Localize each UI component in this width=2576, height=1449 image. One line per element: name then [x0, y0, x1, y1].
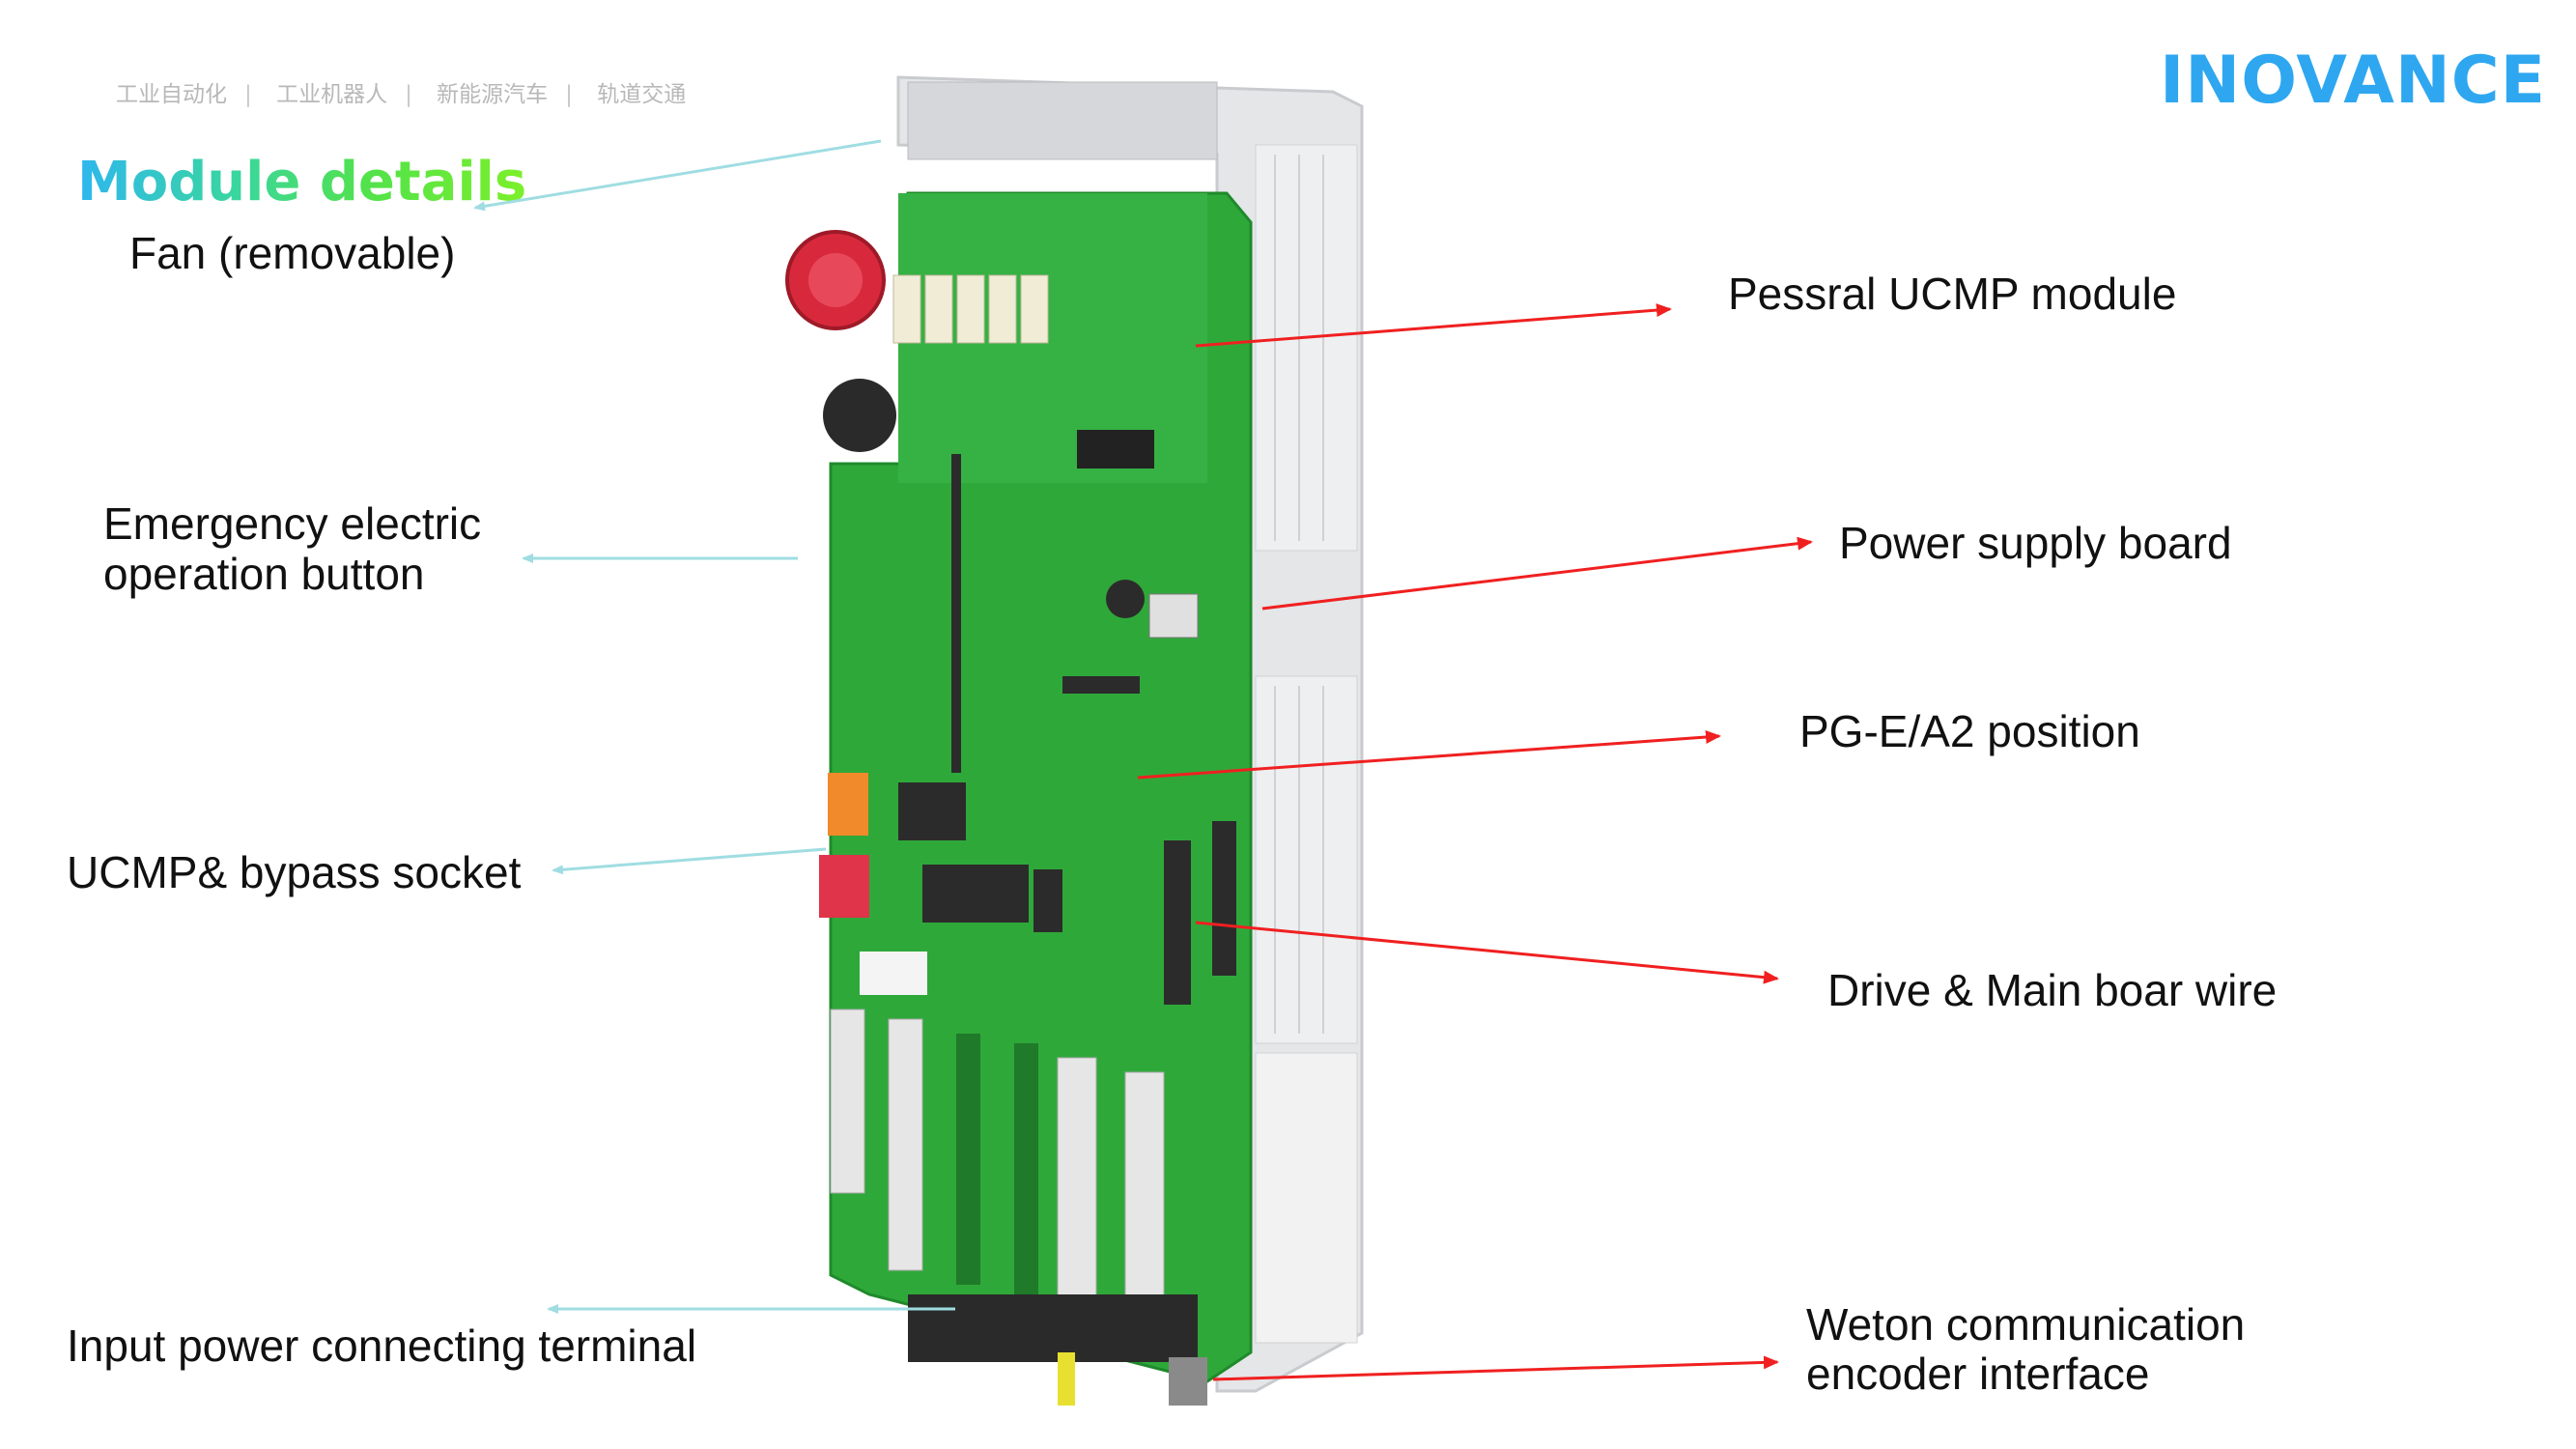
header-nav: 工业自动化| 工业机器人| 新能源汽车| 轨道交通	[116, 82, 687, 107]
label-emergency-line1: Emergency electric	[103, 498, 482, 549]
pessral-arrow	[1195, 303, 1672, 348]
label-power-supply: Power supply board	[1839, 518, 2232, 568]
page-title: Module details	[77, 151, 527, 213]
label-drive: Drive & Main boar wire	[1827, 965, 2278, 1015]
nav-item[interactable]: 轨道交通	[597, 82, 687, 107]
segment-display	[1077, 430, 1154, 469]
pg-arrow	[1137, 730, 1721, 780]
encoder-interface	[1169, 1357, 1207, 1406]
drive-arrow	[1195, 921, 1779, 984]
input-power-terminal	[908, 1294, 1198, 1362]
weton-arrow	[1212, 1355, 1779, 1381]
nav-item[interactable]: 工业自动化	[116, 82, 227, 107]
label-weton-line1: Weton communication	[1806, 1299, 2246, 1350]
ucmp-socket-arrow	[552, 847, 827, 875]
label-weton-line2: encoder interface	[1806, 1349, 2150, 1399]
label-input-power: Input power connecting terminal	[67, 1321, 697, 1371]
inovance-logo: INOVANCE	[2160, 43, 2547, 119]
label-pessral: Pessral UCMP module	[1728, 269, 2177, 319]
rotary-knob	[823, 379, 896, 452]
label-fan: Fan (removable)	[129, 228, 456, 278]
fan-arrow	[473, 139, 882, 212]
label-emergency-line2: operation button	[103, 549, 425, 599]
nav-item[interactable]: 工业机器人	[276, 82, 388, 107]
ucmp-socket-orange	[828, 773, 868, 836]
bypass-socket-red	[819, 855, 869, 918]
label-ucmp-socket: UCMP& bypass socket	[67, 847, 522, 897]
nav-item[interactable]: 新能源汽车	[437, 82, 549, 107]
power-supply-arrow	[1261, 536, 1813, 611]
label-pg: PG-E/A2 position	[1799, 706, 2140, 756]
